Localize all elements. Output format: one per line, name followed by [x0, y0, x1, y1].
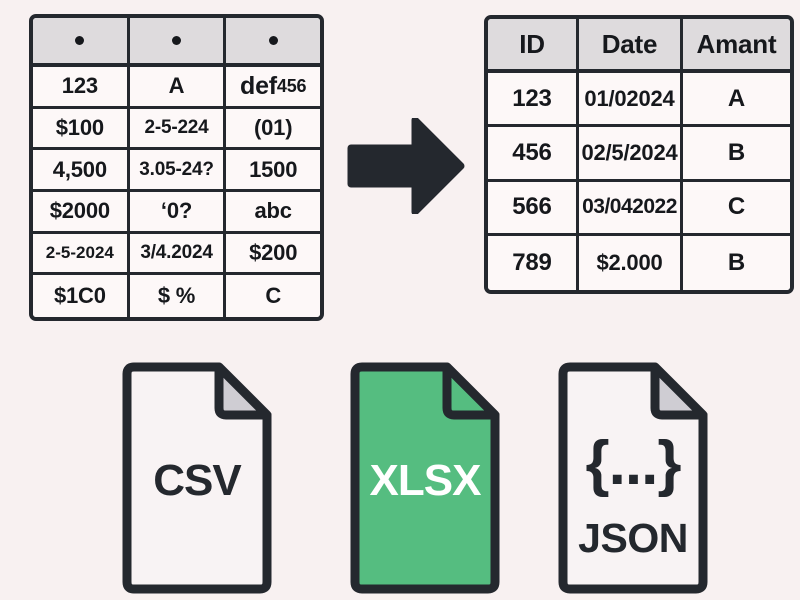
- messy-cell: $1C0: [33, 275, 130, 317]
- dot-icon: [172, 36, 181, 45]
- messy-cell: $200: [226, 233, 320, 276]
- dot-icon: [75, 36, 85, 45]
- messy-cell: 3.05-24?: [129, 150, 227, 193]
- clean-cell-date: 02/5/2024: [579, 127, 683, 182]
- messy-cell: $2000: [33, 192, 130, 234]
- xlsx-file-icon[interactable]: XLSX: [350, 362, 500, 594]
- csv-label: CSV: [153, 456, 242, 505]
- clean-cell-date: 03/042022: [579, 181, 683, 236]
- table-row: $100 2-5-224 (01): [33, 108, 320, 151]
- messy-cell: ‘0?: [129, 192, 227, 234]
- messy-cell: abc: [226, 192, 320, 234]
- clean-cell-id: 789: [488, 235, 579, 290]
- column-header-date: Date: [579, 19, 683, 74]
- clean-cell-amount: A: [683, 73, 790, 128]
- clean-cell-id: 123: [488, 73, 579, 128]
- messy-cell-text: def: [240, 71, 277, 100]
- table-row: 4,500 3.05-24? 1500: [33, 150, 320, 193]
- clean-cell-id: 456: [488, 127, 579, 182]
- messy-cell: 123: [33, 67, 130, 109]
- messy-cell: C: [226, 275, 320, 317]
- messy-cell: 2-5-2024: [33, 233, 130, 276]
- csv-file-icon[interactable]: CSV: [122, 362, 272, 594]
- messy-cell: 1500: [226, 150, 320, 193]
- messy-header-cell-3: [226, 18, 320, 67]
- table-row: 456 02/5/2024 B: [488, 127, 790, 182]
- json-label: JSON: [578, 515, 688, 561]
- table-row: 2-5-2024 3/4.2024 $200: [33, 233, 320, 276]
- messy-cell: 4,500: [33, 150, 130, 193]
- messy-cell: 2-5-224: [129, 108, 227, 151]
- messy-cell: $100: [33, 108, 130, 151]
- messy-header-cell-1: [33, 18, 130, 67]
- clean-cell-date: $2.000: [579, 235, 683, 290]
- messy-table-header-row: [33, 18, 320, 67]
- clean-result-table: ID Date Amant 123 01/02024 A 456 02/5/20…: [484, 15, 794, 294]
- clean-cell-id: 566: [488, 181, 579, 236]
- messy-cell: 3/4.2024: [129, 233, 227, 276]
- xlsx-label: XLSX: [370, 456, 482, 505]
- table-row: $2000 ‘0? abc: [33, 192, 320, 234]
- json-brace-glyph: {...}: [586, 429, 682, 498]
- table-row: 789 $2.000 B: [488, 235, 790, 290]
- right-arrow-icon: [347, 116, 465, 216]
- column-header-amount: Amant: [683, 19, 790, 74]
- table-row: $1C0 $ % C: [33, 275, 320, 317]
- messy-cell: A: [129, 67, 227, 109]
- messy-cell: $ %: [129, 275, 227, 317]
- table-row: 566 03/042022 C: [488, 181, 790, 236]
- json-file-icon[interactable]: {...} JSON: [558, 362, 708, 594]
- clean-cell-amount: C: [683, 181, 790, 236]
- clean-cell-amount: B: [683, 127, 790, 182]
- column-header-id: ID: [488, 19, 579, 74]
- clean-table-header-row: ID Date Amant: [488, 19, 790, 74]
- messy-header-cell-2: [129, 18, 227, 67]
- messy-cell-subtext: 456: [276, 75, 307, 96]
- dot-icon: [268, 36, 278, 45]
- messy-cell: (01): [226, 108, 320, 151]
- table-row: 123 01/02024 A: [488, 73, 790, 128]
- clean-cell-amount: B: [683, 235, 790, 290]
- clean-cell-date: 01/02024: [579, 73, 683, 128]
